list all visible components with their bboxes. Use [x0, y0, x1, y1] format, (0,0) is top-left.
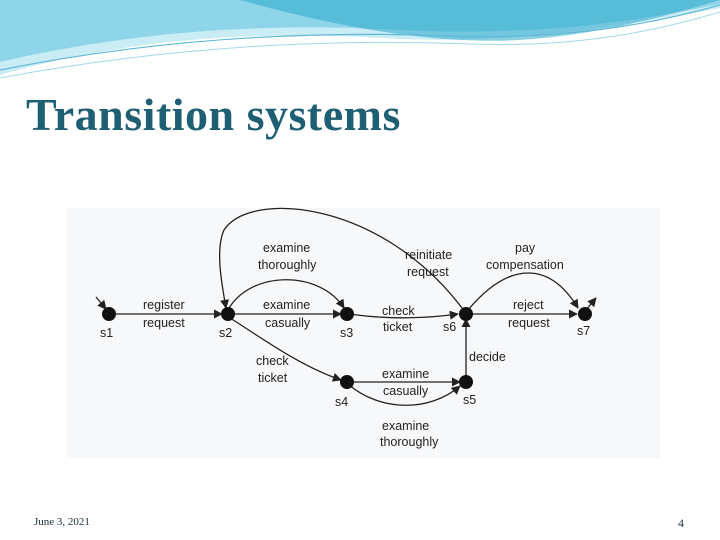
- transition-label: examine: [263, 241, 310, 255]
- transition-label: register: [143, 298, 185, 312]
- state-node-s5: [459, 375, 473, 389]
- state-node-s1: [102, 307, 116, 321]
- entry-arrow: [95, 296, 107, 310]
- transition-label: request: [508, 316, 550, 330]
- state-label-s3: s3: [340, 326, 353, 340]
- edge-s6-s2: [218, 207, 463, 309]
- transition-label: compensation: [486, 258, 564, 272]
- transition-label: request: [143, 316, 185, 330]
- slide-title: Transition systems: [26, 89, 401, 140]
- edge-s6-s7-pay: [467, 272, 579, 311]
- state-node-s2: [221, 307, 235, 321]
- transition-label: thoroughly: [380, 435, 439, 449]
- edge-s4-s5-thoroughly: [347, 383, 461, 406]
- transition-label: examine: [382, 367, 429, 381]
- state-node-s6: [459, 307, 473, 321]
- transition-label: ticket: [258, 371, 288, 385]
- edge-s3-s6: [349, 310, 459, 320]
- transition-label: casually: [383, 384, 429, 398]
- transition-label: examine: [382, 419, 429, 433]
- diagram-background: [66, 208, 660, 458]
- transition-label: thoroughly: [258, 258, 317, 272]
- edge-s2-s4: [229, 317, 342, 382]
- transition-label: check: [256, 354, 289, 368]
- state-node-s3: [340, 307, 354, 321]
- state-label-s1: s1: [100, 326, 113, 340]
- state-label-s4: s4: [335, 395, 348, 409]
- footer-date: June 3, 2021: [34, 516, 90, 528]
- transition-label: request: [407, 265, 449, 279]
- transition-label: pay: [515, 241, 536, 255]
- transition-label: reinitiate: [405, 248, 452, 262]
- transition-label: decide: [469, 350, 506, 364]
- transition-label: examine: [263, 298, 310, 312]
- transition-label: casually: [265, 316, 311, 330]
- header-wave-decoration: [0, 0, 720, 79]
- page-number: 4: [678, 516, 684, 530]
- state-node-s4: [340, 375, 354, 389]
- state-label-s5: s5: [463, 393, 476, 407]
- transition-label: check: [382, 304, 415, 318]
- state-label-s2: s2: [219, 326, 232, 340]
- edge-s2-s3-thoroughly: [227, 279, 345, 311]
- transition-label: reject: [513, 298, 544, 312]
- state-node-s7: [578, 307, 592, 321]
- state-label-s7: s7: [577, 324, 590, 338]
- state-label-s6: s6: [443, 320, 456, 334]
- transition-label: ticket: [383, 320, 413, 334]
